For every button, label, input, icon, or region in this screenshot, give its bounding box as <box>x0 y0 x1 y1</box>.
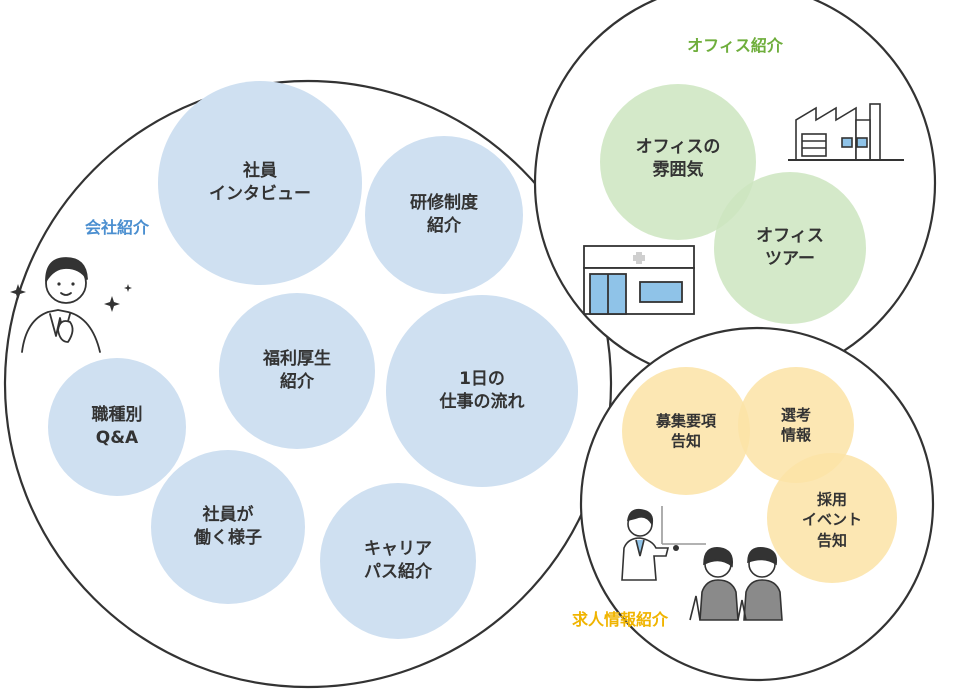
topic-label-tour: オフィス ツアー <box>756 226 824 269</box>
topic-circle-daily <box>386 295 578 487</box>
topic-circle-job-notice <box>622 367 750 495</box>
topic-label-selection: 選考 情報 <box>780 405 812 444</box>
topic-label-atmosphere: オフィスの 雰囲気 <box>635 137 721 180</box>
topic-label-job-qa: 職種別 Q&A <box>91 405 143 448</box>
topic-circle-job-qa <box>48 358 186 496</box>
factory-icon <box>788 103 904 161</box>
topic-circle-event <box>767 453 897 583</box>
recruit-section-title: 求人情報紹介 <box>571 610 669 629</box>
topic-circle-tour <box>714 172 866 324</box>
topic-circle-interview <box>158 81 362 285</box>
shop-icon <box>583 245 695 315</box>
topic-circle-welfare <box>219 293 375 449</box>
topic-circle-career <box>320 483 476 639</box>
company-section-title: 会社紹介 <box>84 218 150 237</box>
office-section-title: オフィス紹介 <box>687 36 783 55</box>
presenter-icon <box>621 506 706 581</box>
topic-circle-atmosphere <box>600 84 756 240</box>
topic-label-event: 採用 イベント 告知 <box>801 490 863 550</box>
topic-label-working: 社員が 働く様子 <box>194 505 262 548</box>
topic-label-daily: 1日の 仕事の流れ <box>439 369 525 412</box>
businessman-icon <box>21 257 101 353</box>
topic-circle-working <box>151 450 305 604</box>
topic-circle-training <box>365 136 523 294</box>
sparkle-icon <box>10 284 132 312</box>
topic-label-training: 研修制度 紹介 <box>410 193 478 236</box>
topic-label-interview: 社員 インタビュー <box>209 161 311 204</box>
audience-icon <box>689 546 783 621</box>
topic-label-welfare: 福利厚生 紹介 <box>263 349 331 392</box>
topic-label-job-notice: 募集要項 告知 <box>655 411 717 450</box>
topic-label-career: キャリア パス紹介 <box>364 539 432 582</box>
